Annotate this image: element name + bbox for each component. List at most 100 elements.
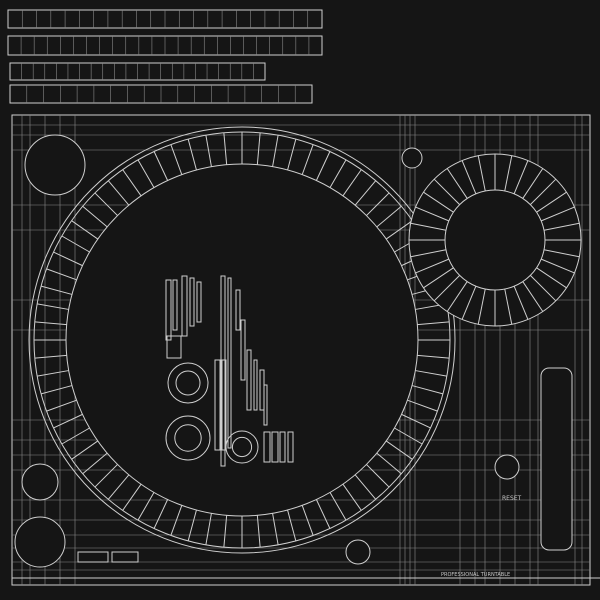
platter-segment — [153, 151, 169, 181]
uv-part-bar — [263, 431, 271, 463]
uv-part-block — [166, 335, 182, 359]
uv-part-bar — [227, 277, 232, 449]
platter-segment — [122, 483, 142, 511]
uv-part-bar — [172, 279, 178, 331]
platter-segment — [71, 220, 99, 240]
gear-segment — [530, 178, 557, 205]
platter-segment — [94, 192, 118, 216]
uv-part-ring — [167, 362, 209, 404]
knob-small — [401, 147, 423, 169]
platter-segment — [61, 427, 90, 445]
platter-segment — [342, 169, 362, 197]
uv-part-bar — [240, 319, 246, 381]
uv-part-ring-inner — [175, 370, 201, 396]
platter-segment — [46, 399, 77, 412]
platter-segment — [354, 180, 377, 206]
gear-segment — [530, 275, 557, 302]
knob-bottom-left-1 — [21, 463, 59, 501]
gear-segment — [522, 168, 544, 199]
uv-part-bar — [165, 279, 172, 341]
uv-parts-cluster — [165, 275, 294, 467]
platter-segment — [287, 509, 297, 542]
gear-segment — [446, 281, 468, 312]
knob-bottom — [345, 539, 371, 565]
platter-segment — [223, 515, 228, 548]
platter-segment — [417, 354, 450, 359]
reset-button-circle — [494, 454, 520, 480]
platter-segment — [417, 321, 450, 326]
platter-segment — [122, 169, 142, 197]
platter-segment — [82, 452, 108, 475]
reset-label: RESET — [502, 495, 522, 502]
platter-segment — [394, 427, 423, 445]
platter-segment — [205, 135, 212, 167]
product-label: PROFESSIONAL TURNTABLE — [441, 572, 510, 578]
platter-segment — [401, 413, 431, 429]
platter-segments — [34, 132, 450, 548]
platter-segment — [342, 483, 362, 511]
uv-part-bar — [271, 431, 279, 463]
platter-segment — [315, 499, 331, 529]
platter-segment — [187, 509, 197, 542]
gear-segments — [409, 154, 581, 326]
base-frame — [11, 114, 591, 586]
gear-segment — [461, 160, 477, 194]
platter-segment — [329, 159, 347, 188]
platter-segment — [53, 413, 83, 429]
uv-part-ring — [165, 415, 211, 461]
uv-part-ring — [225, 430, 259, 464]
uv-part-ring-inner — [174, 424, 202, 452]
gear-segment — [461, 286, 477, 320]
gear-segment — [410, 249, 447, 258]
platter-segment — [376, 452, 402, 475]
gear-segment — [504, 155, 513, 192]
platter-segment — [287, 138, 297, 171]
gear-segment — [433, 178, 460, 205]
platter-segment — [411, 385, 444, 395]
platter-segment — [256, 132, 261, 165]
pitch-slider — [540, 367, 573, 551]
platter-segment — [71, 440, 99, 460]
gear-segment — [446, 168, 468, 199]
uv-part-bar — [279, 431, 286, 463]
gear-segment — [423, 191, 454, 213]
gear-segment — [543, 249, 580, 258]
gear-segment — [477, 155, 486, 192]
platter-segment — [205, 513, 212, 545]
gear-segment — [513, 160, 529, 194]
gear-segment — [513, 286, 529, 320]
uv-part-bar — [263, 384, 268, 426]
platter-segment — [53, 251, 83, 267]
platter-segment — [272, 513, 279, 545]
platter-segment — [107, 180, 130, 206]
uv-part-bar — [214, 359, 221, 451]
gear-segment — [415, 258, 449, 274]
uv-part-bar — [246, 349, 252, 411]
platter-segment — [366, 192, 390, 216]
platter-segment — [82, 205, 108, 228]
uv-part-bar — [220, 275, 226, 467]
platter-segment — [137, 159, 155, 188]
uv-part-bar — [253, 359, 258, 411]
platter-segment — [385, 220, 413, 240]
platter-segment — [407, 399, 438, 412]
platter-segment — [385, 440, 413, 460]
platter-segment — [354, 474, 377, 500]
button-a — [77, 551, 109, 563]
knob-top-left — [24, 134, 86, 196]
uv-part-bar — [235, 289, 241, 331]
platter-segment — [107, 474, 130, 500]
gear-segment — [504, 288, 513, 325]
uv-part-bar — [287, 431, 294, 463]
platter-segment — [301, 144, 314, 175]
platter-segment — [34, 354, 67, 359]
strip-bars — [7, 9, 323, 104]
platter-segment — [153, 499, 169, 529]
gear-segment — [543, 222, 580, 231]
platter-segment — [34, 321, 67, 326]
gear-segment — [522, 281, 544, 312]
gear-segment — [536, 267, 567, 289]
platter-segment — [256, 515, 261, 548]
uv-part-bar — [189, 277, 195, 327]
platter-segment — [366, 464, 390, 488]
